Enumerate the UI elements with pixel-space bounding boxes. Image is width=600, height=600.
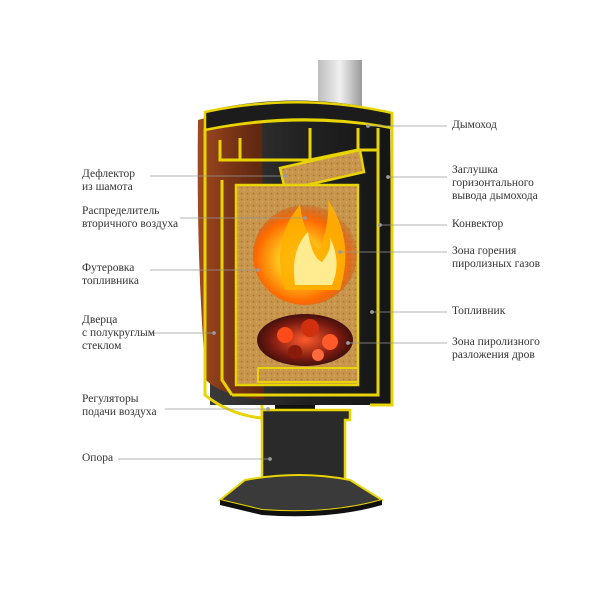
- label-air-regulators: Регуляторы подачи воздуха: [82, 393, 157, 418]
- label-deflector: Дефлектор из шамота: [82, 168, 136, 193]
- label-pyrolysis-gas-zone: Зона горения пиролизных газов: [452, 245, 541, 270]
- label-convector: Конвектор: [452, 218, 504, 230]
- label-secondary-air-distributor: Распределитель вторичного воздуха: [82, 205, 179, 230]
- support-stand: [217, 408, 385, 517]
- label-firebox-lining: Футеровка топливника: [82, 262, 139, 287]
- label-plug: Заглушка горизонтального вывода дымохода: [452, 164, 538, 202]
- embers: [257, 314, 353, 366]
- label-firebox: Топливник: [452, 305, 506, 317]
- fire: [253, 200, 357, 305]
- grate: [257, 367, 359, 383]
- label-door: Дверца с полукруглым стеклом: [82, 314, 156, 352]
- leader-lines: [118, 124, 447, 461]
- deflector: [278, 148, 366, 192]
- label-support: Опора: [82, 452, 114, 464]
- label-pyrolysis-zone: Зона пиролизного разложения дров: [452, 336, 540, 361]
- label-chimney: Дымоход: [452, 119, 497, 131]
